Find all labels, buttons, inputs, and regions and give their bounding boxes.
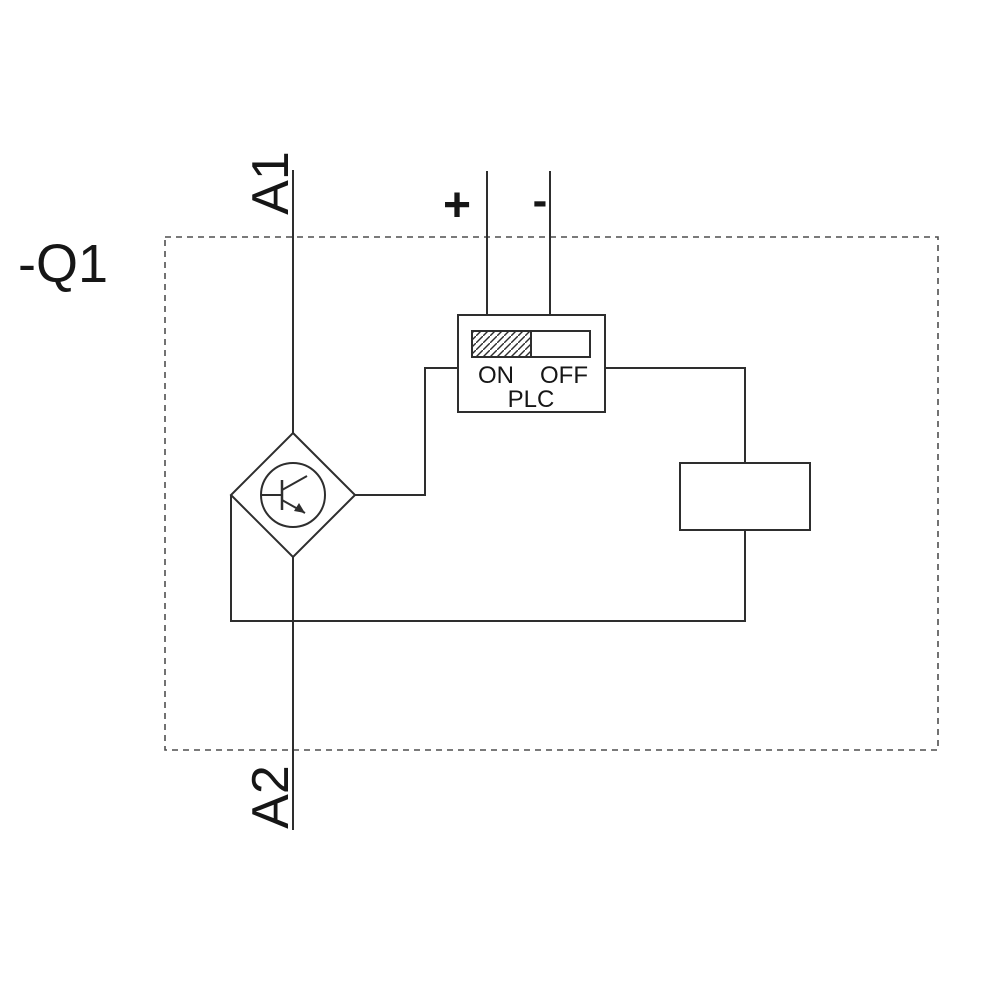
plc-switch-on-position-hatched xyxy=(471,330,532,358)
switch-on-label: ON xyxy=(478,362,514,389)
terminal-a2-label: A2 xyxy=(242,765,300,829)
supply-plus-label: + xyxy=(443,179,471,232)
plc-label: PLC xyxy=(508,386,555,413)
terminal-a1-label: A1 xyxy=(242,151,300,215)
supply-minus-label: - xyxy=(533,176,548,225)
device-boundary xyxy=(164,236,939,751)
device-label: -Q1 xyxy=(18,234,108,294)
coil-box xyxy=(679,462,811,531)
coil-feed-wire xyxy=(605,367,746,463)
control-wire xyxy=(355,367,458,496)
transistor-emitter-arrow xyxy=(294,503,305,513)
switch-off-label: OFF xyxy=(540,362,588,389)
transistor-symbol xyxy=(261,475,308,514)
return-wire xyxy=(230,495,746,622)
